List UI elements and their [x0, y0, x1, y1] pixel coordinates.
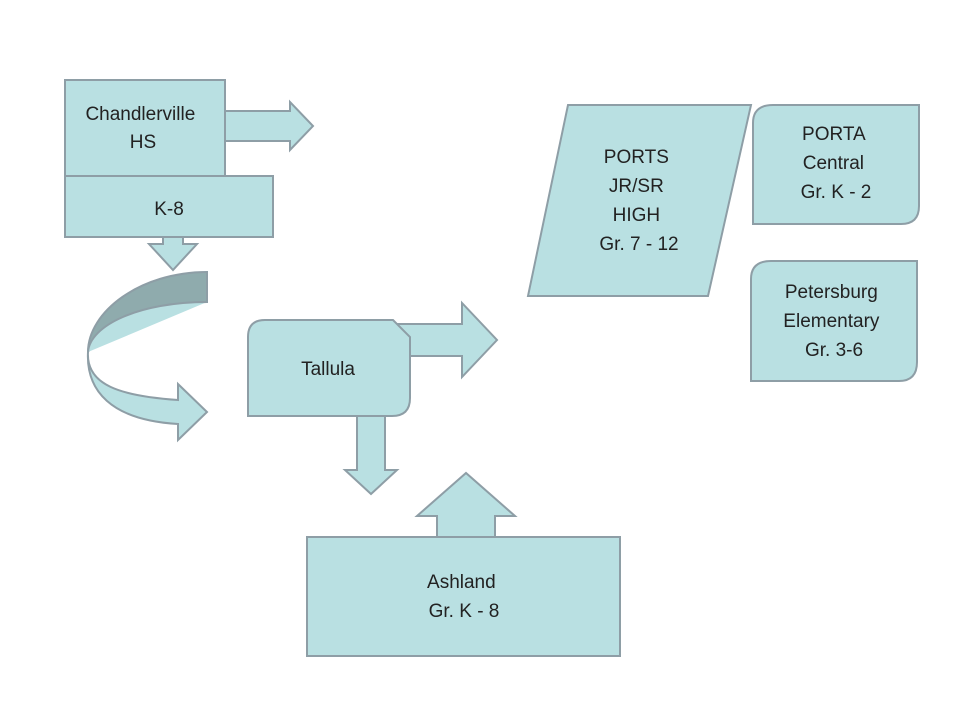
ashland-label-line: Gr. K - 8: [429, 601, 500, 622]
porta-label-line: Central: [803, 153, 864, 174]
tallula-label: Tallula: [301, 359, 355, 380]
porta-label-line: Gr. K - 2: [801, 182, 872, 203]
ashland-label: Ashland Gr. K - 8: [427, 572, 501, 622]
tallula-label-line: Tallula: [301, 359, 355, 380]
ports-label-line: JR/SR: [609, 176, 664, 197]
ashland-label-line: Ashland: [427, 572, 496, 593]
k8-box: [64, 175, 274, 238]
k8-label-line: K-8: [154, 199, 184, 220]
ports-label-line: HIGH: [613, 205, 661, 226]
petersburg-elementary-box: [750, 260, 918, 382]
petersburg-label-line: Elementary: [783, 311, 880, 332]
petersburg-label-line: Gr. 3-6: [805, 340, 863, 361]
ports-parallelogram: [526, 104, 753, 297]
ashland-up-arrow: [414, 471, 518, 541]
k8-down-arrow: [146, 236, 200, 272]
tallula-down-arrow: [342, 415, 400, 496]
porta-central-box: [752, 104, 920, 225]
ports-label-line: PORTS: [604, 147, 669, 168]
k8-label: K-8: [154, 199, 184, 220]
petersburg-label-line: Petersburg: [785, 282, 878, 303]
curved-arrow-front: [86, 301, 209, 443]
ports-label: PORTS JR/SR HIGH Gr. 7 - 12: [599, 147, 678, 255]
porta-label: PORTA Central Gr. K - 2: [801, 124, 872, 203]
chandlerville-label-line: HS: [130, 132, 156, 153]
ports-label-line: Gr. 7 - 12: [599, 234, 678, 255]
chandlerville-label-line: Chandlerville: [85, 104, 195, 125]
porta-label-line: PORTA: [802, 124, 866, 145]
tallula-box: [247, 319, 411, 417]
chandlerville-label: Chandlerville HS: [85, 104, 200, 153]
ashland-box: [306, 536, 621, 657]
petersburg-label: Petersburg Elementary Gr. 3-6: [783, 282, 884, 361]
chandlerville-hs-box: [64, 79, 226, 177]
